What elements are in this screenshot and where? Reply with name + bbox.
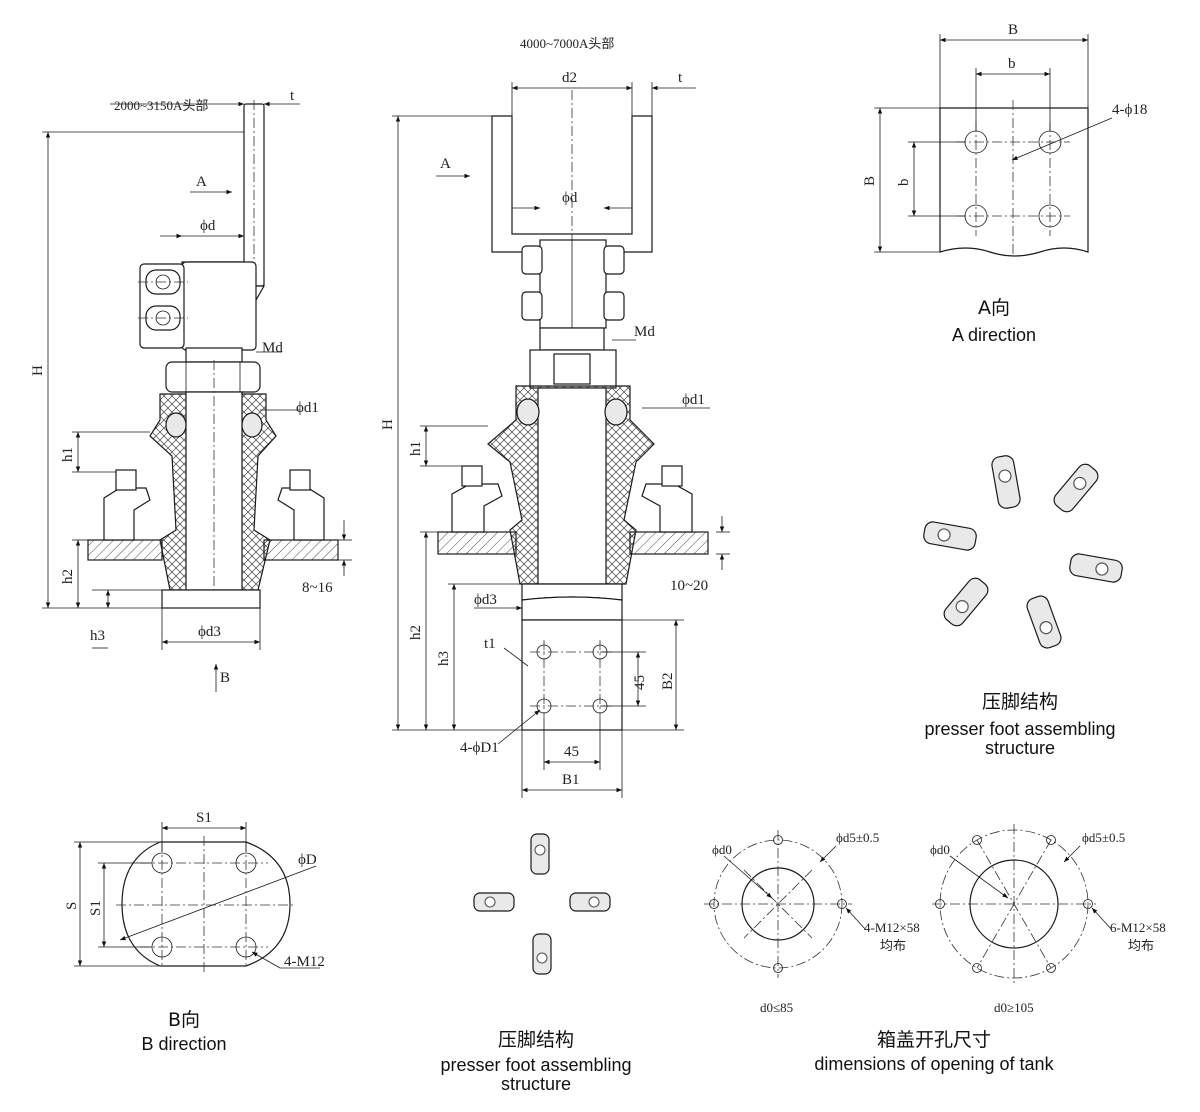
tank-left-cond-label: d0≤85 [760,1000,793,1015]
v2-phi-d3-label: ϕd3 [474,592,497,608]
view-2000-3150a: 2000~3150A头部 t A ϕd Md ϕd1 H h1 h2 h3 ϕd… [30,88,352,692]
v2-phi-d-label: ϕd [562,190,578,206]
v2-t1-label: t1 [484,636,496,652]
v1-a-label: A [196,174,207,190]
presser-top-caption-en-2: structure [985,738,1055,758]
a-dir-b-left-label: B [862,176,878,186]
tank-right-even-label: 均布 [1128,938,1154,953]
b-dir-phi-d-label: ϕD [298,852,317,868]
presser-bottom-caption-en-2: structure [501,1074,571,1094]
v2-a-label: A [440,156,451,172]
tank-right-cond-label: d0≥105 [994,1000,1034,1015]
v2-45-vertical-label: 45 [632,675,648,690]
v2-h2-label: h2 [408,625,424,640]
tank-left-d0-label: ϕd0 [712,842,732,857]
tank-left-even-label: 均布 [880,938,906,953]
v1-md-label: Md [262,340,283,356]
v1-h2-label: h2 [60,569,76,584]
b-direction-view: S1 S S1 ϕD 4-M12 B向 B direction [64,810,325,1054]
tank-left-bolts-label: 4-M12×58 [864,920,920,935]
tank-right-d0-label: ϕd0 [930,842,950,857]
presser-bottom-caption-zh: 压脚结构 [498,1029,574,1051]
v1-b-label: B [220,670,230,686]
a-dir-caption-en: A direction [952,325,1036,345]
v2-45-horizontal-label: 45 [564,744,579,760]
tank-caption-zh: 箱盖开孔尺寸 [877,1029,991,1051]
v2-b2-label: B2 [660,672,676,690]
v2-head-label: 4000~7000A头部 [520,36,614,51]
v2-phi-d1-label: ϕd1 [682,392,705,408]
v2-h-label: H [380,419,396,430]
tank-right-d5-label: ϕd5±0.5 [1082,830,1125,845]
view-4000-7000a: 4000~7000A头部 d2 t A ϕd Md ϕd1 H h1 h2 h3… [380,36,730,798]
a-direction-view: B b B b 4-ϕ18 A向 A direction [862,22,1147,345]
v2-b1-label: B1 [562,772,580,788]
b-dir-s-label: S [64,902,80,910]
v2-md-label: Md [634,324,655,340]
v1-h-label: H [30,365,46,376]
b-dir-s1-side-label: S1 [88,900,104,916]
v1-h1-label: h1 [60,447,76,462]
a-dir-caption-zh: A向 [978,297,1010,319]
b-dir-caption-en: B direction [141,1034,226,1054]
presser-foot-photo-bottom: 压脚结构 presser foot assembling structure [440,833,632,1094]
tank-left-d5-label: ϕd5±0.5 [836,830,879,845]
a-dir-b-upper-label: B [1008,22,1018,38]
presser-bottom-caption-en-1: presser foot assembling [440,1055,631,1075]
presser-foot-photo-top: 压脚结构 presser foot assembling structure [923,455,1123,758]
v2-h3-label: h3 [436,651,452,666]
v1-h3-label: h3 [90,628,105,644]
v1-phi-d3-label: ϕd3 [198,624,221,640]
v2-t-label: t [678,70,683,86]
v1-phi-d1-label: ϕd1 [296,400,319,416]
v2-holes-label: 4-ϕD1 [460,740,499,756]
b-dir-s1-top-label: S1 [196,810,212,826]
a-dir-b-inner-label: b [896,179,912,187]
presser-top-caption-en-1: presser foot assembling [924,719,1115,739]
a-dir-holes-label: 4-ϕ18 [1112,102,1147,118]
v1-thickness-label: 8~16 [302,580,333,596]
presser-top-caption-zh: 压脚结构 [982,691,1058,713]
v1-phi-d-label: ϕd [200,218,216,234]
tank-opening-views: ϕd0 ϕd5±0.5 4-M12×58 均布 d0≤85 ϕd0 ϕd5±0.… [704,824,1166,1074]
a-dir-b-lower-label: b [1008,56,1016,72]
b-dir-m12-label: 4-M12 [284,954,325,970]
v2-thickness-label: 10~20 [670,578,708,594]
tank-caption-en: dimensions of opening of tank [814,1054,1054,1074]
v1-t-label: t [290,88,295,104]
tank-right-bolts-label: 6-M12×58 [1110,920,1166,935]
v1-head-label: 2000~3150A头部 [114,98,208,113]
b-dir-caption-zh: B向 [168,1009,200,1031]
v2-d2-label: d2 [562,70,577,86]
v2-h1-label: h1 [408,441,424,456]
